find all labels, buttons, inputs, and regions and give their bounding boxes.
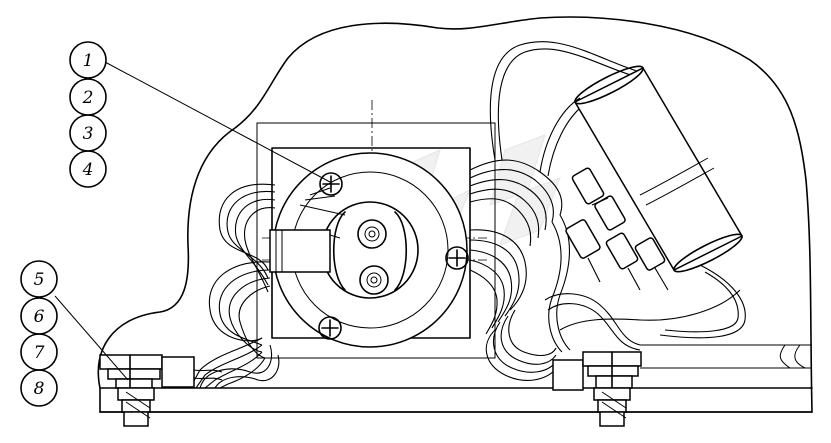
leader-line-top (104, 61, 331, 183)
terminal-post-lower (359, 265, 389, 295)
base-plate (99, 344, 813, 413)
callout-2: 2 (69, 78, 107, 116)
callout-8: 8 (20, 369, 58, 407)
callout-3: 3 (69, 114, 107, 152)
callout-6: 6 (20, 297, 58, 335)
callout-group-bottom: 5 6 7 8 (20, 260, 58, 407)
rotor-assembly (269, 152, 468, 348)
svg-text:4: 4 (82, 160, 94, 180)
terminal-post-upper (357, 219, 387, 249)
svg-text:8: 8 (34, 379, 45, 399)
svg-text:6: 6 (34, 307, 45, 327)
screw-right (445, 246, 469, 270)
svg-text:1: 1 (83, 51, 94, 71)
wire-connectors (565, 167, 669, 291)
callout-7: 7 (20, 333, 58, 371)
leader-line-bottom (54, 295, 129, 381)
callout-4: 4 (69, 150, 107, 188)
callout-group-top: 1 2 3 4 (69, 41, 107, 188)
callout-5: 5 (20, 260, 58, 298)
wire-harness-left (189, 183, 280, 389)
svg-text:2: 2 (82, 88, 94, 108)
svg-text:3: 3 (83, 124, 94, 144)
bolt-left (99, 354, 223, 427)
svg-text:5: 5 (34, 270, 45, 290)
screw-bottom-left (318, 316, 342, 340)
bolt-right (552, 351, 642, 427)
capacitor-body (573, 65, 744, 273)
svg-text:7: 7 (34, 343, 45, 363)
screw-top-left (319, 172, 343, 196)
callout-1: 1 (69, 41, 107, 79)
housing-outline (97, 16, 813, 413)
